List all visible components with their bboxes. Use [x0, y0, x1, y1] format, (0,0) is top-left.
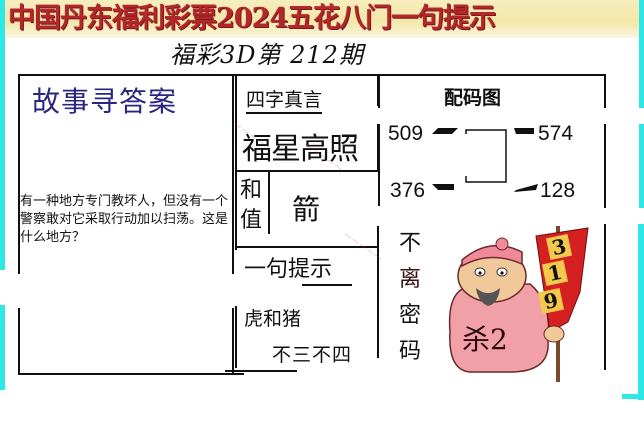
mid-col-right-border-c [377, 226, 379, 358]
story-title: 故事寻答案 [32, 85, 178, 118]
code-top-left: 509 [388, 122, 424, 145]
sum-label-char-1: 和 [240, 178, 263, 203]
hint-heading: 一句提示 [244, 257, 333, 282]
issue-subtitle: 福彩3D第 212期 [170, 41, 364, 69]
kill-number-text: 杀2 [462, 323, 508, 356]
left-col-right-border-a [232, 74, 234, 274]
code-map-diagram [432, 128, 538, 192]
mid-col-left-border-a [235, 74, 237, 250]
kw-inner-divider [268, 172, 270, 234]
cyan-border-right-top [639, 0, 644, 108]
secret-char-1: 不 [398, 231, 421, 256]
map-col-right-border-c [604, 224, 606, 370]
cyan-border-left-top [0, 0, 5, 270]
four-word-phrase: 福星高照 [242, 132, 359, 167]
cyan-border-right-mid [639, 124, 644, 208]
cyan-border-bottom-right [622, 394, 644, 399]
table-top-border [18, 74, 606, 76]
hint-line-1: 虎和猪 [244, 308, 302, 330]
secret-char-4: 码 [398, 339, 421, 364]
secret-char-3: 密 [398, 303, 421, 328]
flag-digit-3: 9 [537, 288, 565, 314]
story-text: 有一种地方专门教坏人，但没有一个警察敢对它采取行动加以扫荡。这是什么地方？ [20, 194, 229, 245]
flag-digit-2: 1 [541, 260, 569, 286]
kw-row-divider [235, 170, 379, 172]
banner [0, 0, 644, 38]
four-word-heading: 四字真言 [246, 84, 376, 116]
hint-bottom-line [225, 370, 297, 372]
cyan-border-left-bottom [0, 305, 5, 390]
left-col-bottom-border [18, 373, 244, 375]
flag-digit-1: 3 [545, 234, 573, 260]
left-col-left-border-a [18, 74, 20, 274]
banner-title: 中国丹东福利彩票2024五花八门一句提示 [8, 3, 496, 34]
secret-vertical-label: 不 离 密 码 [392, 226, 428, 370]
code-top-right: 574 [538, 122, 574, 145]
secret-char-2: 离 [398, 267, 421, 292]
hint-heading-underline [302, 284, 352, 286]
sum-value: 箭 [292, 193, 321, 226]
left-col-left-border-b [18, 308, 20, 374]
code-bottom-right: 128 [540, 179, 576, 202]
map-col-left-border-b [378, 124, 380, 206]
hint-row-divider [235, 246, 379, 248]
map-col-right-border-b [604, 124, 606, 208]
four-word-heading-text: 四字真言 [246, 89, 323, 114]
sum-label: 和 值 [240, 176, 270, 236]
sum-label-char-2: 值 [240, 208, 263, 233]
code-bottom-left: 376 [390, 179, 426, 202]
map-col-left-border-a [378, 74, 380, 108]
map-col-right-border-a [604, 74, 606, 108]
left-col-right-border-b [232, 308, 234, 374]
mid-col-left-border-b [235, 306, 237, 368]
hint-line-2: 不三不四 [272, 344, 353, 366]
cyan-border-right-bottom [638, 224, 644, 400]
code-map-heading: 配码图 [444, 87, 502, 109]
